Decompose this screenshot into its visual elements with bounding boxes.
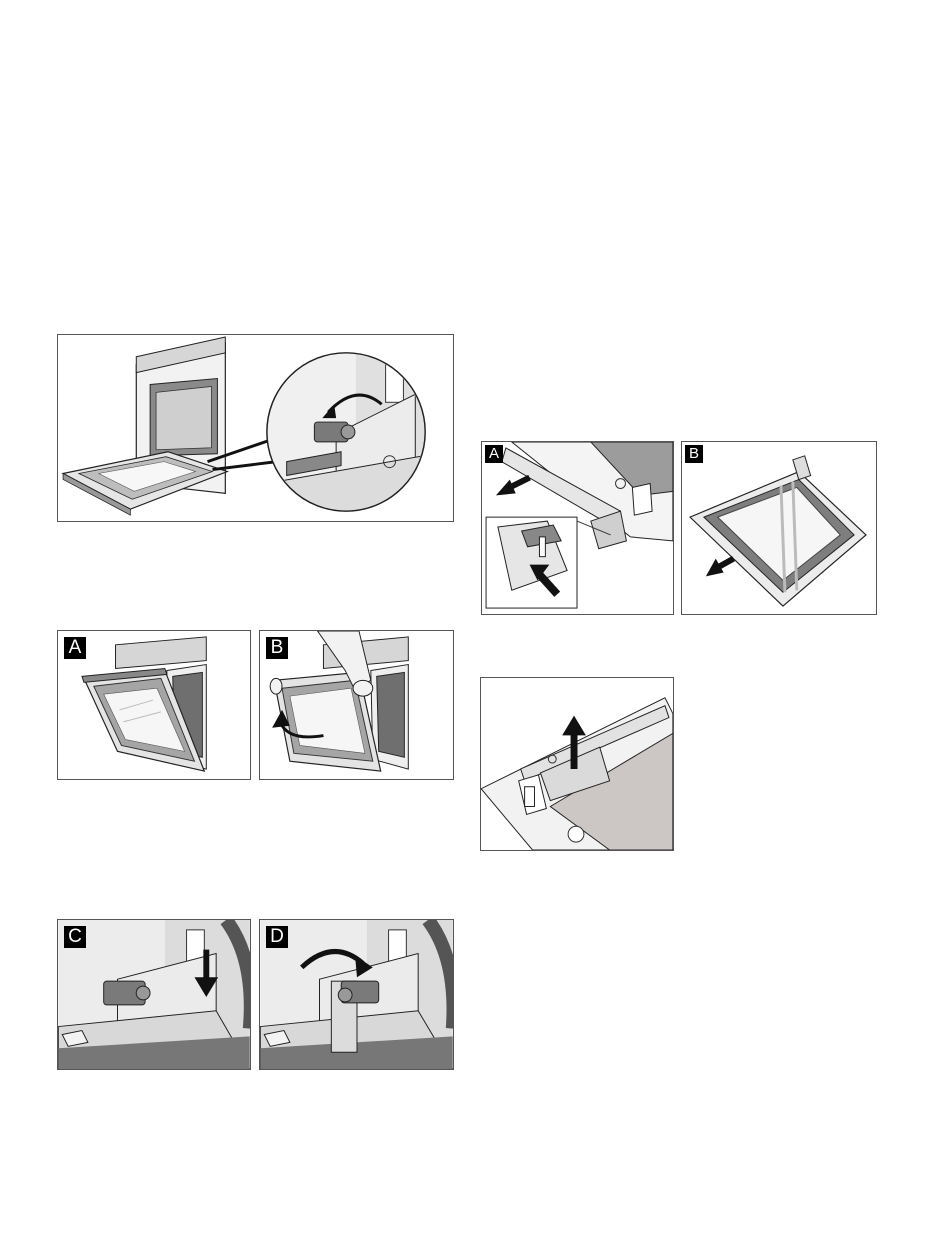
figure-label-c: C xyxy=(64,926,86,948)
glass-removal-figure-b: B xyxy=(681,441,877,615)
hinge-overview-figure xyxy=(57,334,454,522)
arrow-up-icon xyxy=(562,716,586,736)
figure-label-b: B xyxy=(266,637,288,659)
door-remove-figure-a: A xyxy=(57,630,251,780)
hinge-lever-down-illustration xyxy=(58,920,250,1069)
door-lift-illustration xyxy=(260,631,453,779)
hinge-lock-figure-d: D xyxy=(259,919,454,1070)
figure-label-a: A xyxy=(64,637,86,659)
hinge-lock-figure-c: C xyxy=(57,919,251,1070)
door-remove-figure-b: B xyxy=(259,630,454,780)
figure-label-a: A xyxy=(485,445,503,463)
figure-label-d: D xyxy=(266,926,288,948)
glass-pane-illustration xyxy=(682,442,876,614)
hinge-lever-rotate-illustration xyxy=(260,920,453,1069)
clip-lift-figure xyxy=(480,677,674,851)
clip-lift-illustration xyxy=(481,678,673,850)
door-tilted-illustration xyxy=(58,631,250,779)
glass-clip-illustration xyxy=(482,442,673,614)
arrow-icon xyxy=(496,480,516,496)
hinge-overview-illustration xyxy=(58,335,453,521)
figure-label-b: B xyxy=(685,445,703,463)
glass-removal-figure-a: A xyxy=(481,441,674,615)
